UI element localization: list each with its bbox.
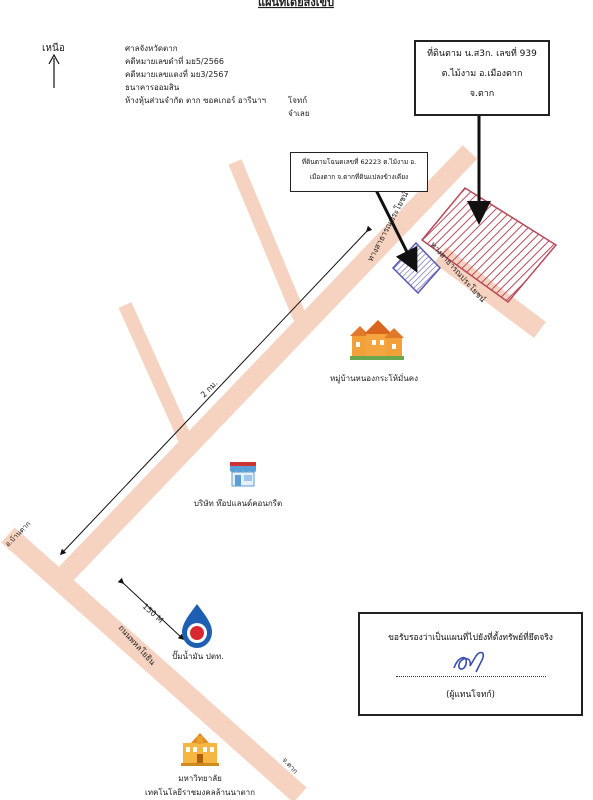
village-icon [350, 320, 404, 360]
distance-label-main: 2 กม. [199, 379, 220, 400]
distance-label-short: 150 M [141, 602, 165, 625]
page-title: แผนที่เดยสังเขป [258, 0, 334, 9]
distance-line-short [117, 577, 185, 641]
plaintiff-role: โจทก์ [288, 96, 308, 105]
case-info: ศาลจังหวัดตาก คดีหมายเลขดำที่ มย5/2566 ค… [125, 42, 325, 107]
certification-statement: ขอรับรองว่าเป็นแผนที่ไปยังที่ตั้งทรัพย์ท… [388, 633, 553, 643]
road-east-public [434, 247, 546, 338]
north-label: เหนือ [42, 43, 65, 54]
plaintiff-name: ธนาคารออมสิน [125, 83, 180, 92]
neighbor-line2: เมืองตาก จ.ตากที่ดินแปลงข้างเคียง [309, 173, 409, 181]
neighbor-parcel-box: ที่ดินตามโฉนดเลขที่ 62223 ต.ไม้งาม อ. เม… [290, 152, 428, 192]
distance-line-main [59, 225, 373, 556]
company-label: บริษัท ท๊อปแลนด์คอนกรีต [194, 498, 282, 508]
gas-station-label: ปั๊มน้ำมัน ปตท. [172, 650, 224, 661]
certification-box: ขอรับรองว่าเป็นแผนที่ไปยังที่ตั้งทรัพย์ท… [358, 612, 583, 716]
signature-icon [452, 651, 484, 673]
neighbor-line1: ที่ดินตามโฉนดเลขที่ 62223 ต.ไม้งาม อ. [301, 158, 417, 166]
village-label: หมู่บ้านหนองกระโห้มั่นคง [330, 372, 418, 384]
university-label-line2: เทคโนโลยีราชมงคลล้านนาตาก [145, 787, 255, 797]
case-red-number: คดีหมายเลขแดงที่ มย3/2567 [125, 70, 229, 79]
main-road [54, 145, 478, 585]
certification-role: (ผู้แทนโจทก์) [446, 690, 495, 700]
main-parcel-line3: จ.ตาก [469, 89, 495, 99]
main-parcel-line2: ต.ไม้งาม อ.เมืองตาก [441, 69, 523, 79]
case-black-number: คดีหมายเลขดำที่ มย5/2566 [125, 57, 224, 66]
defendant-role: จำเลย [288, 109, 310, 118]
neighbor-parcel-pointer [373, 187, 418, 273]
main-parcel-box: ที่ดินตาม น.ส3ก. เลขที่ 939 ต.ไม้งาม อ.เ… [414, 40, 550, 116]
company-icon [230, 462, 256, 487]
gas-station-icon [182, 604, 212, 648]
university-icon [181, 733, 219, 766]
signature-line [395, 676, 546, 677]
court-name: ศาลจังหวัดตาก [125, 44, 178, 53]
university-label-line1: มหาวิทยาลัย [178, 774, 222, 783]
road-ban-tak-phahon [1, 527, 307, 800]
defendant-name: ห้างหุ้นส่วนจำกัด ตาก ซอคเกอร์ อารีนาฯ [125, 96, 266, 105]
main-parcel [420, 187, 558, 304]
north-arrow-icon [48, 53, 60, 88]
main-parcel-line1: ที่ดินตาม น.ส3ก. เลขที่ 939 [427, 49, 537, 59]
